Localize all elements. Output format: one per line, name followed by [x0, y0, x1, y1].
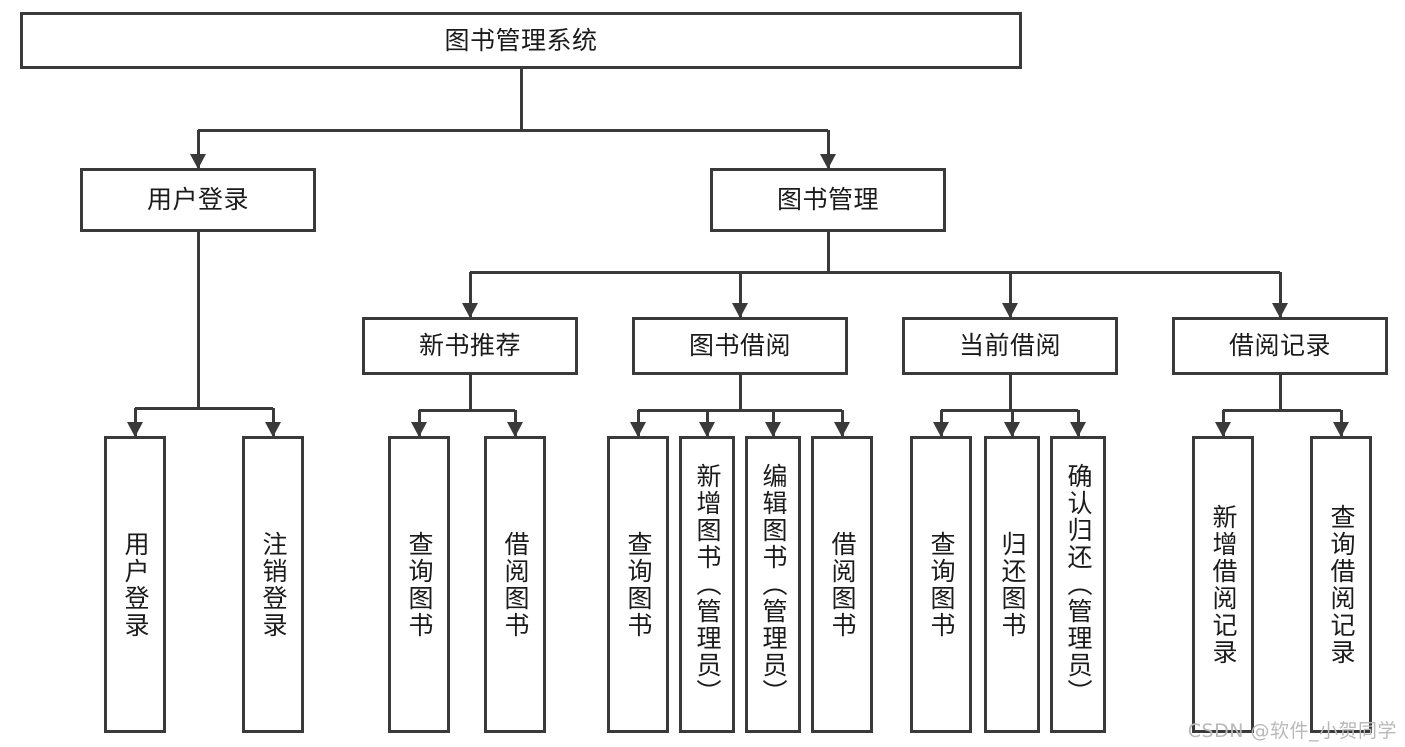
- connector-book-manage-drop-0: [468, 272, 472, 317]
- leaf-query-book[interactable]: 查询图书: [607, 436, 669, 733]
- leaf-label: 用户登录: [121, 530, 150, 639]
- leaf-label: 借阅图书: [501, 530, 530, 639]
- connector-book-manage-drop-2: [1008, 272, 1012, 317]
- leaf-edit-book-admin[interactable]: 编辑图书（管理员）: [745, 436, 801, 733]
- node-label: 借阅记录: [1228, 331, 1331, 361]
- leaf-label: 新增借阅记录: [1209, 503, 1238, 666]
- node-label: 用户登录: [146, 185, 249, 215]
- leaf-query-book-recommend[interactable]: 查询图书: [388, 436, 450, 733]
- node-new-book-recommendation[interactable]: 新书推荐: [362, 317, 578, 375]
- connector-root-drop-1: [826, 130, 830, 168]
- connector-current-borrow-stem: [1008, 375, 1012, 410]
- arrow-current-borrow-1: [1004, 422, 1020, 437]
- node-book-borrow[interactable]: 图书借阅: [632, 317, 848, 375]
- leaf-user-logout[interactable]: 注销登录: [242, 436, 304, 733]
- leaf-add-book-admin[interactable]: 新增图书（管理员）: [679, 436, 735, 733]
- arrow-book-manage-2: [1002, 303, 1018, 318]
- node-current-borrow[interactable]: 当前借阅: [902, 317, 1118, 375]
- arrow-book-borrow-0: [630, 422, 646, 437]
- connector-book-manage-drop-3: [1278, 272, 1282, 317]
- connector-book-borrow-stem: [738, 375, 742, 410]
- leaf-label: 查询图书: [927, 530, 956, 639]
- arrow-current-borrow-2: [1070, 422, 1086, 437]
- connector-new-book-rec-stem: [468, 375, 472, 410]
- arrow-current-borrow-0: [933, 422, 949, 437]
- arrow-book-borrow-1: [699, 422, 715, 437]
- leaf-label: 确认归还（管理员）: [1064, 463, 1093, 706]
- arrow-user-login-1: [265, 422, 281, 437]
- leaf-label: 借阅图书: [828, 530, 857, 639]
- leaf-add-borrow-record[interactable]: 新增借阅记录: [1192, 436, 1254, 733]
- leaf-label: 归还图书: [998, 530, 1027, 639]
- leaf-query-book-current[interactable]: 查询图书: [910, 436, 972, 733]
- node-label: 当前借阅: [958, 331, 1061, 361]
- arrow-user-login-0: [127, 422, 143, 437]
- connector-borrow-record-bus: [1223, 408, 1341, 412]
- connector-book-manage-drop-1: [738, 272, 742, 317]
- arrow-root-0: [190, 154, 206, 169]
- node-root-system[interactable]: 图书管理系统: [20, 12, 1022, 69]
- arrow-root-1: [820, 154, 836, 169]
- connector-book-manage-bus: [470, 270, 1280, 274]
- leaf-return-book[interactable]: 归还图书: [984, 436, 1040, 733]
- arrow-book-manage-1: [732, 303, 748, 318]
- connector-root-bus: [198, 128, 828, 132]
- node-label: 新书推荐: [418, 331, 521, 361]
- arrow-borrow-record-1: [1333, 422, 1349, 437]
- leaf-label: 编辑图书（管理员）: [759, 463, 788, 706]
- connector-current-borrow-bus: [941, 408, 1078, 412]
- leaf-label: 查询借阅记录: [1327, 503, 1356, 666]
- leaf-confirm-return-admin[interactable]: 确认归还（管理员）: [1050, 436, 1106, 733]
- arrow-new-book-rec-0: [411, 422, 427, 437]
- leaf-query-borrow-record[interactable]: 查询借阅记录: [1310, 436, 1372, 733]
- connector-user-login-stem: [196, 232, 200, 408]
- connector-book-manage-stem: [826, 232, 830, 272]
- arrow-book-manage-3: [1272, 303, 1288, 318]
- arrow-book-borrow-3: [834, 422, 850, 437]
- node-book-manage[interactable]: 图书管理: [710, 168, 946, 232]
- node-label: 图书管理系统: [444, 25, 598, 55]
- arrow-book-manage-0: [462, 303, 478, 318]
- connector-user-login-bus: [135, 406, 273, 410]
- arrow-book-borrow-2: [765, 422, 781, 437]
- connector-borrow-record-stem: [1278, 375, 1282, 410]
- leaf-label: 查询图书: [624, 530, 653, 639]
- node-borrow-record[interactable]: 借阅记录: [1172, 317, 1388, 375]
- connector-root-stem: [519, 69, 523, 130]
- arrow-borrow-record-0: [1215, 422, 1231, 437]
- leaf-label: 新增图书（管理员）: [693, 463, 722, 706]
- node-label: 图书借阅: [688, 331, 791, 361]
- leaf-label: 查询图书: [405, 530, 434, 639]
- leaf-user-login[interactable]: 用户登录: [104, 436, 166, 733]
- leaf-label: 注销登录: [259, 530, 288, 639]
- connector-book-borrow-bus: [638, 408, 842, 412]
- connector-root-drop-0: [196, 130, 200, 168]
- connector-new-book-rec-bus: [419, 408, 515, 412]
- node-user-login[interactable]: 用户登录: [80, 168, 316, 232]
- leaf-borrow-book[interactable]: 借阅图书: [811, 436, 873, 733]
- arrow-new-book-rec-1: [507, 422, 523, 437]
- leaf-borrow-book-recommend[interactable]: 借阅图书: [484, 436, 546, 733]
- node-label: 图书管理: [776, 185, 879, 215]
